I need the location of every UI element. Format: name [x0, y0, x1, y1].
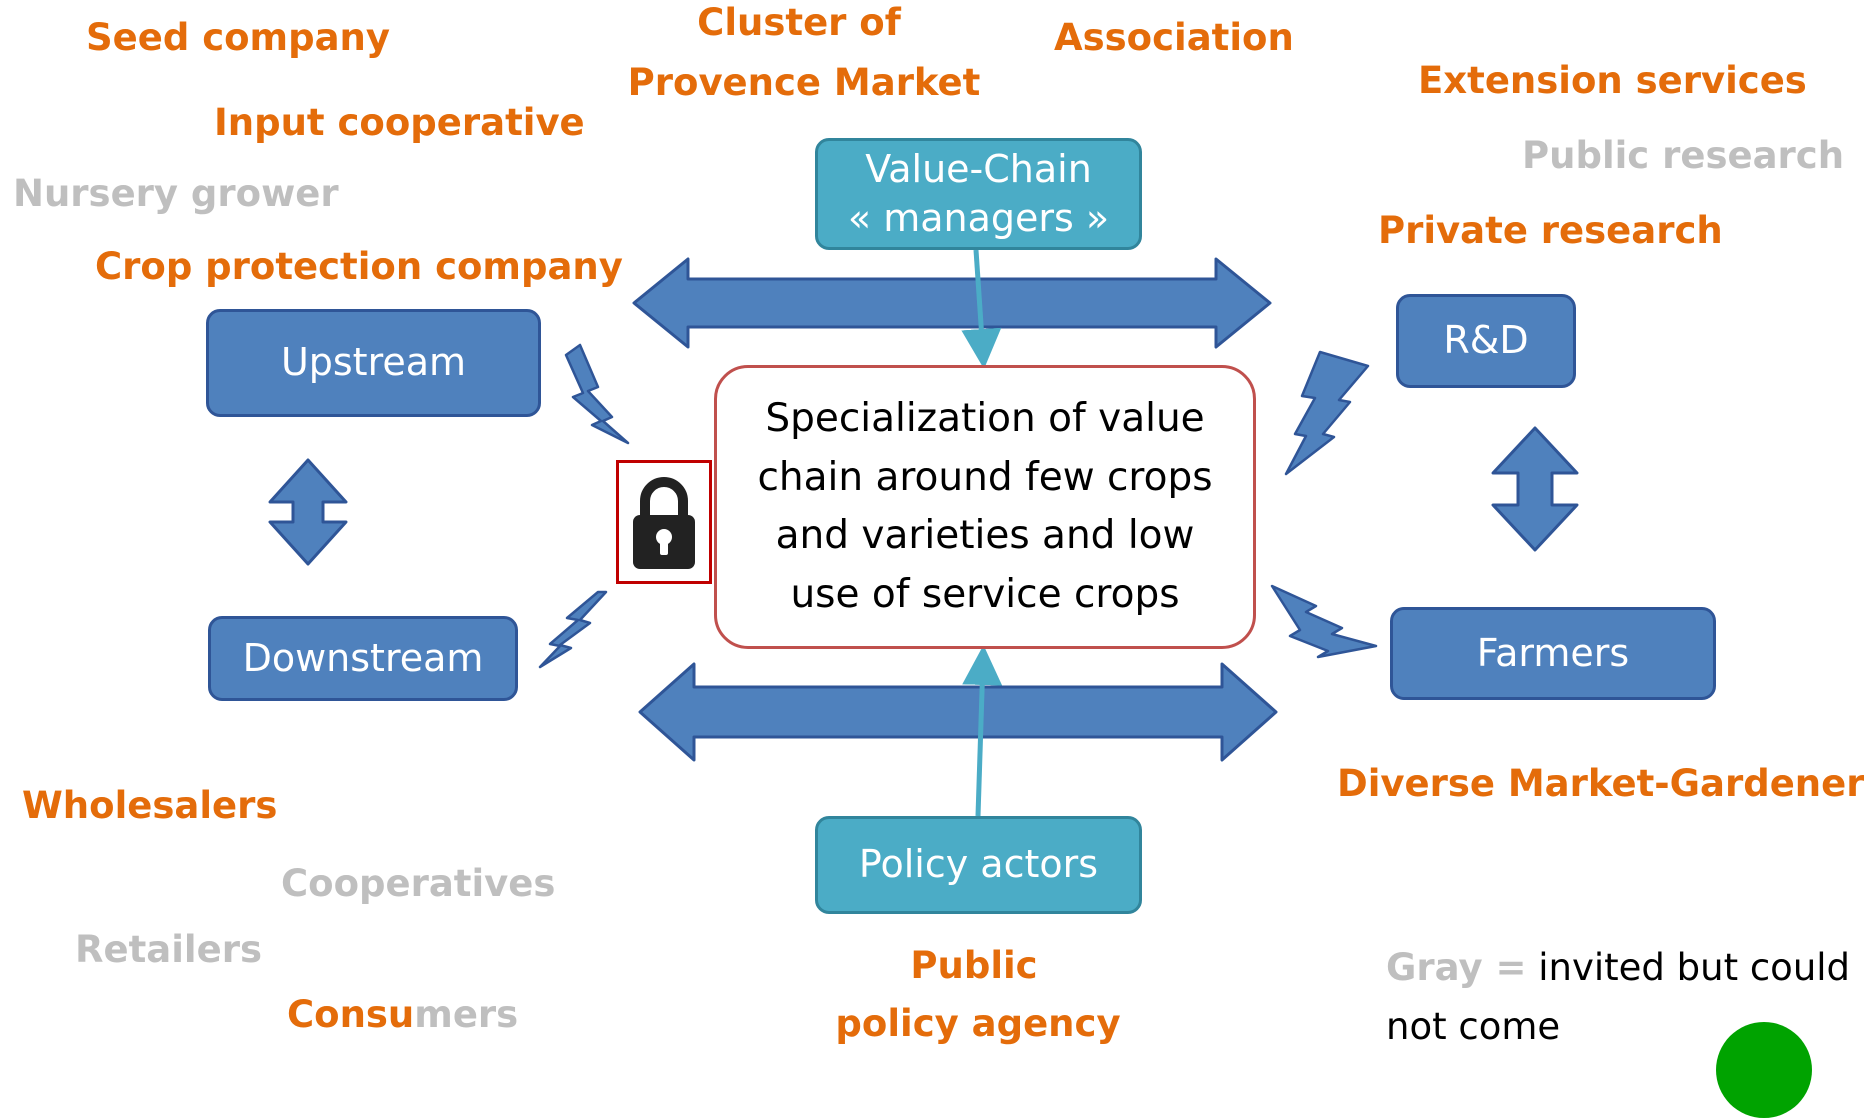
rnd-label: R&D: [1443, 318, 1529, 363]
label-public-research: Public research: [1522, 134, 1845, 177]
managers-connector-arrow: [961, 249, 1002, 369]
upstream-box: Upstream: [206, 309, 541, 417]
label-diverse-gardeners: Diverse Market-Gardeners: [1337, 762, 1864, 805]
policy-connector-arrow: [962, 645, 1003, 817]
label-crop-protection: Crop protection company: [95, 245, 623, 288]
label-cluster-line1: Cluster of: [697, 1, 901, 44]
label-extension-services: Extension services: [1418, 59, 1807, 102]
label-association: Association: [1054, 16, 1294, 59]
value-chain-line1: Value-Chain: [865, 146, 1092, 191]
bottom-double-arrow-icon: [638, 662, 1278, 762]
lock-frame: [616, 460, 712, 584]
label-public-line1: Public: [910, 944, 1038, 987]
green-status-dot: [1716, 1022, 1812, 1118]
farmers-box: Farmers: [1390, 607, 1716, 700]
upstream-label: Upstream: [280, 340, 467, 385]
lightning-icon-downstream: [538, 590, 608, 669]
label-nursery-grower: Nursery grower: [13, 172, 339, 215]
label-input-cooperative: Input cooperative: [214, 101, 585, 144]
label-public-line2: policy agency: [835, 1002, 1121, 1045]
label-private-research: Private research: [1378, 209, 1723, 252]
lightning-icon-upstream: [564, 343, 630, 445]
label-retailers: Retailers: [75, 928, 262, 971]
policy-actors-box: Policy actors: [815, 816, 1142, 914]
value-chain-line2: « managers »: [847, 196, 1110, 240]
lightning-icon-rnd: [1284, 350, 1370, 476]
label-seed-company: Seed company: [86, 16, 391, 59]
upstream-downstream-arrow-icon: [268, 458, 348, 566]
legend-text: invited but could not come: [1386, 946, 1851, 1049]
diagram-canvas: [268, 249, 1579, 817]
label-wholesalers: Wholesalers: [22, 784, 278, 827]
rnd-box: R&D: [1396, 294, 1576, 388]
legend-gray-word: Gray =: [1386, 946, 1527, 989]
top-double-arrow-icon: [632, 257, 1272, 349]
rnd-farmers-arrow-icon: [1491, 426, 1579, 552]
lightning-icon-farmers: [1270, 584, 1378, 659]
label-consumers: Consumers: [287, 993, 518, 1037]
central-issue-text: Specialization of value chain around few…: [757, 396, 1213, 617]
farmers-label: Farmers: [1476, 630, 1630, 675]
value-chain-managers-box: Value-Chain « managers »: [815, 138, 1142, 250]
label-cooperatives: Cooperatives: [281, 862, 556, 905]
downstream-box: Downstream: [208, 616, 518, 701]
label-cluster-line2: Provence Market: [627, 61, 981, 104]
label-consumers-gray-part: mers: [414, 993, 519, 1036]
downstream-label: Downstream: [242, 635, 484, 680]
lock-icon: [633, 477, 695, 569]
policy-actors-label: Policy actors: [858, 842, 1099, 887]
central-issue-box: Specialization of value chain around few…: [714, 365, 1256, 649]
label-consumers-orange-part: Consu: [287, 993, 415, 1036]
legend: Gray = invited but could not come: [1386, 938, 1856, 1056]
